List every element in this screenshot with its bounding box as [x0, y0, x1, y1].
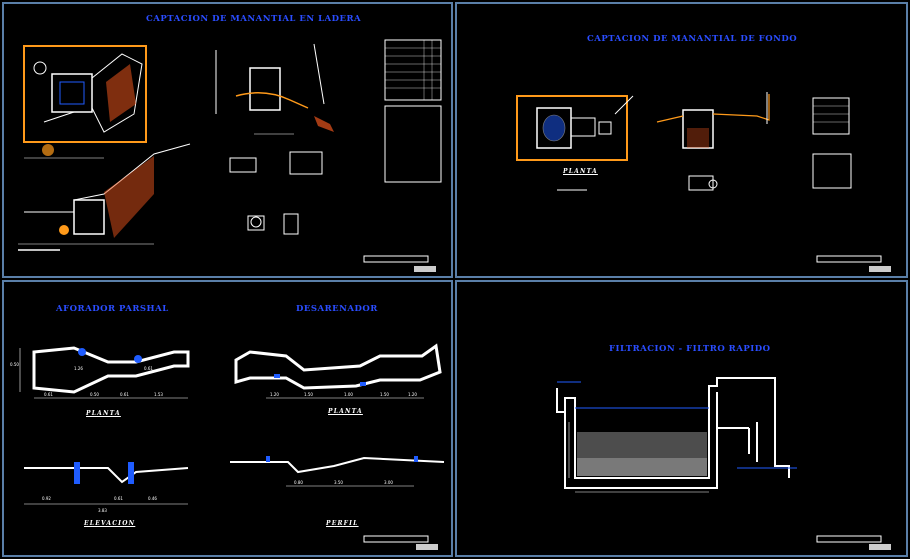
dim: 1.20 — [408, 392, 417, 397]
dim: 0.46 — [148, 496, 157, 501]
sheet-title: FILTRACION - FILTRO RAPIDO — [609, 344, 771, 354]
dim: 1.53 — [154, 392, 163, 397]
dim: 0.50 — [10, 362, 19, 367]
sheet-title: CAPTACION DE MANANTIAL EN LADERA — [146, 14, 362, 24]
aforador-desarenador-drawing — [19, 343, 445, 550]
sheet-captacion-ladera: CAPTACION DE MANANTIAL EN LADERA — [2, 2, 453, 278]
fondo-drawing — [516, 92, 891, 272]
aforador-title: AFORADOR PARSHAL — [56, 304, 169, 314]
ladera-drawing — [18, 39, 442, 272]
aforador-plan-label: PLANTA — [86, 410, 121, 417]
dim: 0.50 — [90, 392, 99, 397]
dim: 0.61 — [44, 392, 53, 397]
dim: 0.80 — [294, 480, 303, 485]
dim: 0.61 — [114, 496, 123, 501]
dim: 1.00 — [344, 392, 353, 397]
plan-label: PLANTA — [563, 168, 598, 175]
dim: 3.83 — [98, 508, 107, 513]
dim: 0.92 — [42, 496, 51, 501]
dim: 1.50 — [380, 392, 389, 397]
desarenador-profile-label: PERFIL — [326, 520, 359, 527]
sheet-title: CAPTACION DE MANANTIAL DE FONDO — [587, 34, 798, 44]
dim: 1.50 — [304, 392, 313, 397]
sheet-aforador-desarenador: AFORADOR PARSHAL DESARENADOR PLANTA ELEV… — [2, 280, 453, 557]
dim: 3.50 — [334, 480, 343, 485]
dim: 0.61 — [120, 392, 129, 397]
dim: 3.00 — [384, 480, 393, 485]
dim: 1.20 — [270, 392, 279, 397]
aforador-elev-label: ELEVACION — [84, 520, 136, 527]
sheet-filtracion: FILTRACION - FILTRO RAPIDO — [455, 280, 908, 557]
desarenador-plan-label: PLANTA — [328, 408, 363, 415]
sheet-captacion-fondo: CAPTACION DE MANANTIAL DE FONDO PLANTA — [455, 2, 908, 278]
filtracion-drawing — [556, 377, 891, 550]
dim: 0.61 — [144, 366, 153, 371]
desarenador-title: DESARENADOR — [296, 304, 378, 314]
dim: 1.26 — [74, 366, 83, 371]
